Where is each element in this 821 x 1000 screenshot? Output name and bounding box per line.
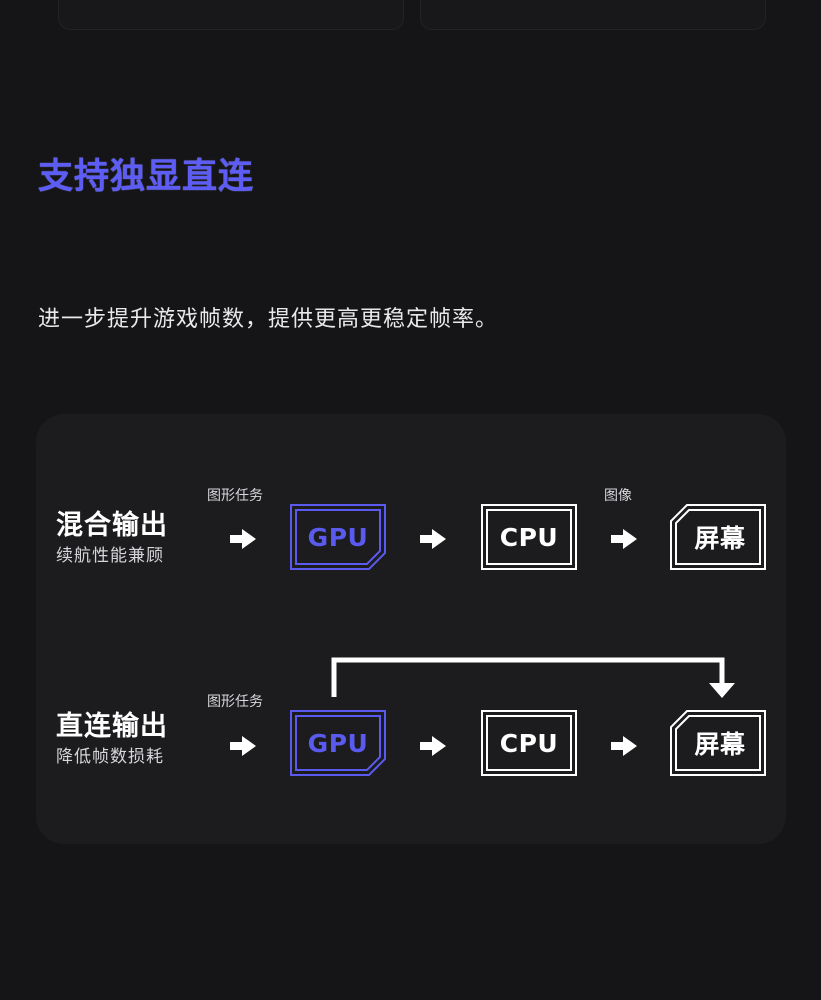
gpu-chip-frame-icon [290,710,386,776]
right-arrow-icon [611,736,637,756]
top-card-right [420,0,766,30]
row-direct-gpu-label: GPU [307,728,369,758]
row-hybrid-gpu-chip: GPU [290,504,386,570]
bypass-down-arrow-icon [709,683,735,698]
section-title: 支持独显直连 [38,157,255,197]
row-hybrid-subtitle: 续航性能兼顾 [56,546,164,566]
row-direct-cpu-label: CPU [499,728,559,758]
row-hybrid-image-tag: 图像 [604,488,632,504]
row-hybrid-task-tag: 图形任务 [207,488,263,504]
row-hybrid-screen-chip: 屏幕 [670,504,766,570]
row-direct-subtitle: 降低帧数损耗 [56,747,164,767]
row-direct-title: 直连输出 [56,711,168,742]
cpu-chip-frame-icon [481,710,577,776]
section-subtitle: 进一步提升游戏帧数，提供更高更稳定帧率。 [38,307,499,332]
row-hybrid-cpu-label: CPU [499,522,559,552]
row-direct-screen-chip: 屏幕 [670,710,766,776]
right-arrow-icon [420,529,446,549]
row-hybrid-screen-label: 屏幕 [694,524,746,553]
row-hybrid-cpu-chip: CPU [481,504,577,570]
row-hybrid-gpu-label: GPU [307,522,369,552]
gpu-chip-frame-icon [290,504,386,570]
screen-frame-icon [670,710,766,776]
row-direct-task-tag: 图形任务 [207,694,263,710]
row-direct-cpu-chip: CPU [481,710,577,776]
row-direct-screen-label: 屏幕 [694,730,746,759]
row-hybrid-title: 混合输出 [56,510,168,541]
row-hybrid-label: 混合输出 续航性能兼顾 [56,508,168,568]
right-arrow-icon [230,736,256,756]
right-arrow-icon [420,736,446,756]
row-direct-label: 直连输出 降低帧数损耗 [56,709,168,769]
top-card-left [58,0,404,30]
right-arrow-icon [230,529,256,549]
cpu-chip-frame-icon [481,504,577,570]
diagram-panel [36,414,786,844]
row-direct-gpu-chip: GPU [290,710,386,776]
screen-frame-icon [670,504,766,570]
right-arrow-icon [611,529,637,549]
